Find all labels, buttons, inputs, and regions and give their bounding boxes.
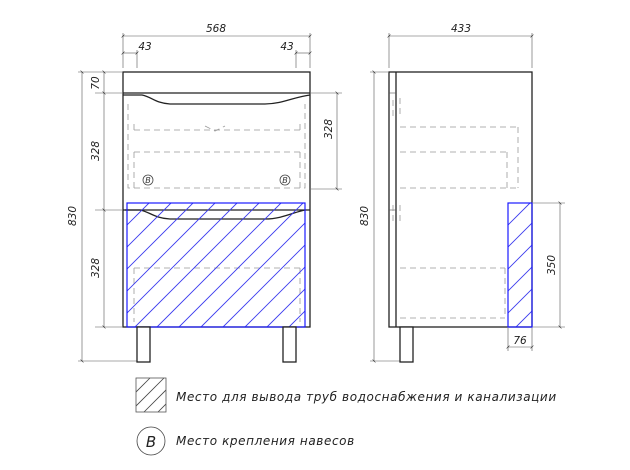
dim-right-offset: 43: [280, 41, 312, 68]
hatch-line: [604, 203, 630, 327]
hatch-line: [244, 266, 305, 327]
hatch-line: [156, 203, 282, 327]
mount-mark-left-label: B: [145, 176, 151, 185]
hatch-line: [399, 203, 523, 327]
hatch-line: [143, 389, 166, 412]
side-body: [388, 71, 533, 328]
legend-mount-label: Место крепления навесов: [176, 434, 355, 448]
dim-total-width: 568: [121, 23, 312, 68]
hatch-line: [127, 203, 172, 248]
front-view: 568 43 43 830 70 328: [67, 23, 545, 363]
dim-height-chain: 70 328 328: [90, 70, 122, 329]
leg-left: [136, 326, 151, 363]
hatch-line: [127, 203, 150, 226]
dim-side-height: 830: [359, 70, 400, 363]
dim-pipe-zone-width-label: 76: [513, 335, 527, 347]
hatch-line: [200, 222, 305, 327]
dim-total-height: 830: [67, 70, 138, 363]
hatch-line: [136, 378, 151, 393]
hatch-line: [266, 288, 305, 327]
lower-drawer-handle: [125, 209, 306, 220]
hatch-line: [355, 203, 479, 327]
mount-mark-right: B: [279, 174, 291, 186]
hatch-line: [508, 288, 532, 314]
dim-drawer-upper-label: 328: [90, 141, 102, 161]
dim-pipe-zone-height: 350: [533, 201, 565, 329]
dim-left-offset: 43: [121, 41, 152, 68]
dim-pipe-zone-height-label: 350: [546, 255, 558, 275]
dim-total-width-label: 568: [206, 23, 226, 35]
hidden-drawer-lines: [127, 104, 306, 322]
hatch-line: [127, 203, 194, 270]
dim-depth-label: 433: [451, 23, 471, 35]
side-hidden-lines: [392, 98, 519, 319]
dim-left-offset-label: 43: [138, 41, 151, 53]
dim-pipe-zone-width: 76: [506, 328, 534, 351]
side-pipe-zone: [507, 202, 630, 328]
hatch-line: [136, 378, 165, 407]
hatch-line: [333, 203, 457, 327]
front-pipe-zone: [126, 202, 545, 328]
hatch-line: [508, 203, 531, 226]
upper-drawer-handle: [123, 94, 311, 105]
hatch-line: [222, 244, 305, 327]
dim-right-offset-label: 43: [280, 41, 293, 53]
dim-total-height-label: 830: [67, 206, 79, 226]
hatch-line: [508, 266, 532, 292]
side-view: 433 830 350 76: [359, 23, 630, 363]
legend-mount-symbol: B: [136, 426, 166, 456]
dim-depth: 433: [387, 23, 534, 68]
leg-right: [282, 326, 297, 363]
hatch-line: [127, 203, 238, 314]
legend-mount-letter: B: [146, 433, 156, 451]
hatch-line: [136, 378, 137, 379]
hatch-line: [127, 203, 128, 204]
dim-top-panel-label: 70: [90, 76, 102, 90]
hatch-line: [508, 244, 532, 270]
hatch-line: [560, 203, 630, 327]
dim-side-height-label: 830: [359, 206, 371, 226]
hatch-line: [127, 203, 216, 292]
dim-drawer-lower-label: 328: [90, 258, 102, 278]
legend-pipe-zone-label: Место для вывода труб водоснабжения и ка…: [176, 390, 557, 404]
hatch-line: [508, 222, 532, 248]
hatch-line: [311, 203, 435, 327]
mount-mark-left: B: [142, 174, 154, 186]
dim-drawer-right: 328: [311, 91, 342, 191]
mount-mark-right-label: B: [282, 176, 288, 185]
legend: Место для вывода труб водоснабжения и ка…: [135, 377, 557, 456]
hatch-line: [626, 203, 630, 327]
hatch-line: [582, 203, 630, 327]
legend-pipe-zone-swatch: [135, 377, 167, 413]
hatch-line: [157, 403, 166, 412]
side-leg: [399, 326, 414, 363]
dim-drawer-right-label: 328: [323, 119, 335, 139]
hatch-line: [421, 203, 545, 327]
hatch-line: [134, 203, 260, 327]
hatch-line: [508, 203, 509, 204]
hatch-line: [515, 310, 532, 327]
hatch-line: [178, 203, 304, 327]
hatch-line: [288, 310, 305, 327]
